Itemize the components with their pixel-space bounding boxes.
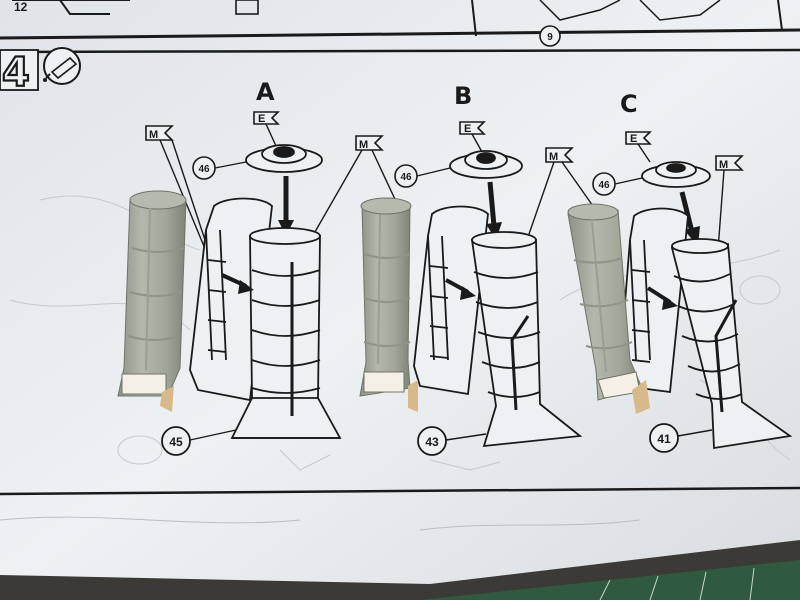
- assembly-b: B E 46 M: [394, 82, 601, 456]
- insertion-arrow: [445, 278, 476, 300]
- material-flag-letter: M: [149, 129, 158, 141]
- material-flag-letter: M: [359, 139, 368, 151]
- tower-b: [470, 231, 583, 448]
- top-panels: [0, 0, 800, 54]
- cap-part-b: [449, 150, 523, 179]
- panel-bottom-border: [0, 486, 800, 496]
- base-part-number: 41: [657, 432, 671, 446]
- material-flag-a2: M: [355, 135, 384, 151]
- leader-line: [614, 177, 643, 185]
- plastic-part-b: [359, 197, 418, 412]
- mat-line: [649, 575, 659, 600]
- base-part-number: 43: [425, 435, 439, 449]
- half-shell-b: [413, 205, 489, 396]
- base-part-circle: [417, 426, 447, 456]
- cap-flag-letter: E: [630, 133, 637, 145]
- cap-part-number: 46: [198, 164, 210, 175]
- cap-flag-letter: E: [464, 123, 471, 135]
- material-flag-b: M: [545, 147, 574, 163]
- tower-a: [230, 227, 342, 439]
- base-part-circle: [649, 423, 679, 453]
- leader-line: [637, 143, 651, 163]
- leader-line: [717, 169, 725, 251]
- leader-line: [214, 161, 247, 169]
- cap-flag-b: E: [459, 121, 486, 135]
- material-flag-letter: M: [549, 151, 558, 163]
- mat-line: [599, 579, 611, 600]
- step-header: 4: [0, 47, 81, 97]
- top-part-number-left: 12: [14, 0, 28, 14]
- assembly-a: A M E 46 M: [145, 78, 401, 456]
- assembly-c: C E 46 M: [592, 90, 793, 453]
- variant-letter-b: B: [454, 82, 472, 110]
- leader-line: [445, 433, 487, 441]
- step-number: 4: [2, 50, 30, 96]
- plastic-part-a: [117, 190, 187, 412]
- leader-line: [471, 133, 483, 153]
- cap-part-number: 46: [598, 180, 610, 191]
- leader-line: [189, 429, 237, 441]
- leader-line: [677, 429, 713, 437]
- mat-line: [749, 567, 755, 600]
- variant-letter-c: C: [620, 90, 638, 118]
- cap-part-c: [641, 161, 711, 188]
- cap-part-number: 46: [400, 172, 412, 183]
- insertion-arrow: [646, 286, 678, 310]
- leader-line: [265, 123, 277, 147]
- base-part-circle: [161, 426, 191, 456]
- material-flag-letter: M: [719, 159, 728, 171]
- cap-flag-a: E: [253, 111, 280, 125]
- cap-part-a: [245, 144, 323, 173]
- glue-tube-icon: [43, 47, 81, 85]
- cap-flag-c: E: [625, 131, 652, 145]
- material-flag-c: M: [715, 155, 744, 171]
- insertion-arrow: [221, 273, 254, 294]
- lower-panel-ghost: [0, 516, 641, 531]
- tower-c: [670, 238, 793, 450]
- mat-line: [699, 571, 707, 600]
- material-flag-a: M: [145, 125, 174, 141]
- leader-line: [416, 167, 451, 177]
- top-part-number-right: 9: [547, 32, 553, 43]
- plastic-part-c: [567, 203, 650, 414]
- cap-flag-letter: E: [258, 113, 265, 125]
- variant-letter-a: A: [256, 78, 275, 106]
- base-part-number: 45: [169, 435, 183, 449]
- assembly-arrow: [486, 181, 502, 240]
- top-part-circle-right: [539, 25, 561, 47]
